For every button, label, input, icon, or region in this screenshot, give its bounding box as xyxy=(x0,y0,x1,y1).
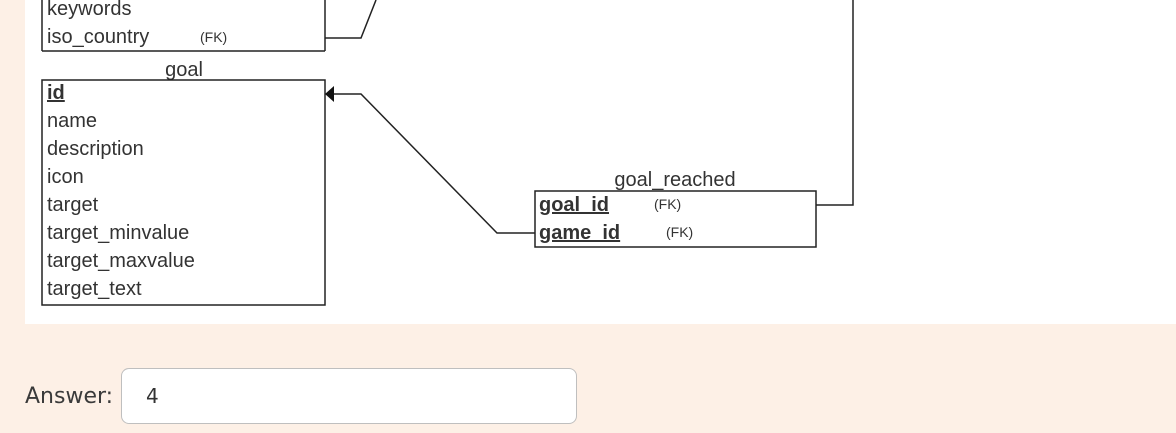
goal-field-target: target xyxy=(47,194,99,216)
goal-field-description: description xyxy=(47,138,144,160)
goal-reached-field-goal-id: goal_id xyxy=(539,194,609,216)
top-table-fk-marker: (FK) xyxy=(200,29,227,45)
goal-table-box xyxy=(41,79,326,306)
goal-field-icon: icon xyxy=(47,166,84,188)
top-table-relationship-line xyxy=(325,0,377,39)
goal-field-name: name xyxy=(47,110,97,132)
goal-relationship-arrowhead xyxy=(325,86,334,102)
goal-field-target-minvalue: target_minvalue xyxy=(47,222,189,244)
answer-label: Answer: xyxy=(25,384,114,409)
diagram-panel xyxy=(25,0,1176,324)
goal-table: goal id name description icon target tar… xyxy=(41,59,326,306)
er-diagram: keywords iso_country (FK) goal id name d… xyxy=(41,0,854,306)
goal-table-title: goal xyxy=(165,59,203,81)
goal-reached-goal-id-fk: (FK) xyxy=(654,196,681,212)
goal-reached-table-box xyxy=(534,190,817,248)
goal-reached-table: goal_reached goal_id (FK) game_id (FK) xyxy=(534,169,817,248)
goal-reached-game-id-fk: (FK) xyxy=(666,224,693,240)
goal-field-target-text: target_text xyxy=(47,278,142,300)
goal-reached-table-title: goal_reached xyxy=(614,169,735,191)
goal-reached-field-game-id: game_id xyxy=(539,222,620,244)
goal-reached-relationship-line xyxy=(816,0,854,206)
top-table-field-iso-country: iso_country xyxy=(47,26,149,48)
goal-relationship-line xyxy=(330,93,535,234)
goal-field-target-maxvalue: target_maxvalue xyxy=(47,250,195,272)
top-table-field-keywords: keywords xyxy=(47,0,131,20)
top-table: keywords iso_country (FK) xyxy=(41,0,326,52)
goal-field-id: id xyxy=(47,82,65,104)
answer-input[interactable] xyxy=(121,368,577,424)
